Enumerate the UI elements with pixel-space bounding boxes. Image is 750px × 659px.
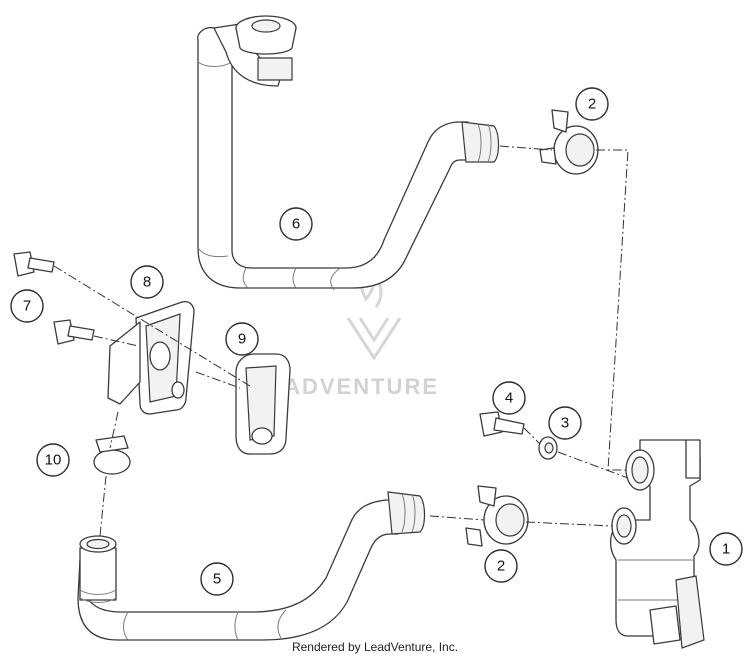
part-3-washer [538,436,558,460]
svg-text:9: 9 [238,331,246,348]
part-2-clamp-lower [465,485,529,547]
callout-2-upper: 2 [575,87,609,121]
callout-5: 5 [200,562,234,596]
part-2-clamp-upper [539,109,599,175]
svg-text:2: 2 [588,96,596,113]
svg-text:10: 10 [45,452,62,469]
callout-8: 8 [130,265,164,299]
leader-lines [53,145,629,537]
callout-7: 7 [10,289,44,323]
svg-text:5: 5 [213,571,221,588]
svg-text:3: 3 [561,415,569,432]
render-credit: Rendered by LeadVenture, Inc. [291,640,459,654]
svg-text:2: 2 [497,558,505,575]
svg-text:7: 7 [23,298,31,315]
callout-2-lower: 2 [484,549,518,583]
part-1-valve [610,439,705,649]
part-8-bracket [107,300,195,415]
watermark-v-icon [346,317,402,361]
part-7-bolts [13,251,95,345]
callout-10: 10 [36,443,70,477]
callout-4: 4 [492,381,526,415]
part-4-bolt [479,411,525,437]
part-6-hose-upper [197,15,500,291]
callout-9: 9 [225,322,259,356]
callout-3: 3 [548,406,582,440]
svg-text:4: 4 [505,390,513,407]
svg-text:6: 6 [292,216,300,233]
part-9-cover [235,353,291,455]
part-5-hose-lower [77,491,426,641]
callout-6: 6 [279,207,313,241]
svg-text:8: 8 [143,274,151,291]
callout-1: 1 [709,532,743,566]
part-10-cable-tie [93,435,131,475]
svg-text:1: 1 [722,541,730,558]
